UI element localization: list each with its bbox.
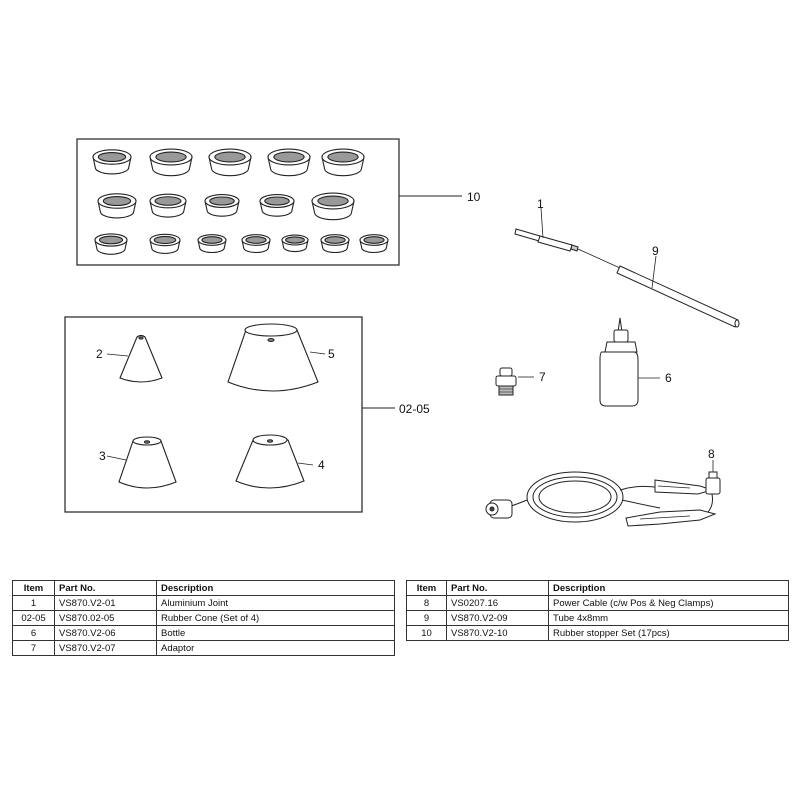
cell-item: 10	[406, 625, 447, 641]
rubber-stopper	[208, 148, 252, 177]
rubber-stopper	[267, 148, 311, 177]
parts-table-left: Item Part No. Description 1 VS870.V2-01 …	[12, 580, 395, 656]
cell-part-no: VS870.V2-10	[446, 625, 549, 641]
cone-4	[235, 434, 314, 489]
table-row: 7 VS870.V2-07 Adaptor	[12, 640, 395, 656]
callout-9: 9	[652, 244, 659, 258]
callout-1: 1	[537, 197, 544, 211]
cone-2	[106, 334, 163, 383]
header-item: Item	[12, 580, 55, 596]
rubber-stopper	[311, 192, 355, 221]
rubber-stopper	[149, 193, 187, 218]
table-row: 10 VS870.V2-10 Rubber stopper Set (17pcs…	[406, 625, 789, 641]
callout-6: 6	[665, 371, 672, 385]
cell-part-no: VS0207.16	[446, 595, 549, 611]
rubber-stopper	[204, 193, 240, 217]
cell-description: Aluminium Joint	[156, 595, 395, 611]
tube	[577, 248, 740, 328]
rubber-stopper	[92, 149, 132, 175]
cell-item: 8	[406, 595, 447, 611]
bottle	[599, 317, 660, 407]
rubber-stopper	[241, 234, 271, 254]
table-header-row: Item Part No. Description	[406, 580, 789, 596]
cell-item: 9	[406, 610, 447, 626]
cell-part-no: VS870.V2-07	[54, 640, 157, 656]
cell-part-no: VS870.02-05	[54, 610, 157, 626]
header-item: Item	[406, 580, 447, 596]
adaptor	[495, 367, 534, 396]
cone-3	[106, 436, 177, 489]
header-part-no: Part No.	[446, 580, 549, 596]
rubber-stopper	[149, 148, 193, 177]
cell-item: 1	[12, 595, 55, 611]
cell-description: Tube 4x8mm	[548, 610, 789, 626]
callout-10: 10	[467, 190, 481, 204]
table-row: 02-05 VS870.02-05 Rubber Cone (Set of 4)	[12, 610, 395, 626]
cell-description: Rubber Cone (Set of 4)	[156, 610, 395, 626]
cone-5	[227, 323, 326, 392]
header-part-no: Part No.	[54, 580, 157, 596]
cell-description: Adaptor	[156, 640, 395, 656]
cell-part-no: VS870.V2-01	[54, 595, 157, 611]
rubber-stopper	[97, 193, 137, 219]
table-row: 8 VS0207.16 Power Cable (c/w Pos & Neg C…	[406, 595, 789, 611]
callout-8: 8	[708, 447, 715, 461]
cell-part-no: VS870.V2-09	[446, 610, 549, 626]
cell-description: Rubber stopper Set (17pcs)	[548, 625, 789, 641]
cone-set-frame	[64, 316, 363, 513]
callout-7: 7	[539, 370, 546, 384]
callout-3: 3	[99, 449, 106, 463]
cell-item: 6	[12, 625, 55, 641]
rubber-stopper	[197, 234, 227, 254]
rubber-stopper	[320, 234, 350, 254]
rubber-stopper	[149, 233, 181, 254]
header-description: Description	[548, 580, 789, 596]
callout-02-05: 02-05	[399, 402, 430, 416]
parts-table-right: Item Part No. Description 8 VS0207.16 Po…	[406, 580, 789, 641]
cell-description: Power Cable (c/w Pos & Neg Clamps)	[548, 595, 789, 611]
rubber-stoppers-group	[92, 148, 389, 255]
callout-5: 5	[328, 347, 335, 361]
callout-2: 2	[96, 347, 103, 361]
cell-description: Bottle	[156, 625, 395, 641]
table-row: 1 VS870.V2-01 Aluminium Joint	[12, 595, 395, 611]
cell-item: 7	[12, 640, 55, 656]
rubber-stopper	[321, 148, 365, 177]
table-header-row: Item Part No. Description	[12, 580, 395, 596]
rubber-stopper	[359, 234, 389, 254]
rubber-stopper	[259, 193, 295, 217]
table-row: 6 VS870.V2-06 Bottle	[12, 625, 395, 641]
callout-4: 4	[318, 458, 325, 472]
stopper-set-frame	[76, 138, 400, 266]
rubber-stopper	[94, 233, 128, 255]
table-row: 9 VS870.V2-09 Tube 4x8mm	[406, 610, 789, 626]
cell-item: 02-05	[12, 610, 55, 626]
power-cable	[485, 460, 721, 527]
cell-part-no: VS870.V2-06	[54, 625, 157, 641]
rubber-stopper	[281, 234, 309, 253]
aluminium-joint	[514, 207, 579, 252]
header-description: Description	[156, 580, 395, 596]
